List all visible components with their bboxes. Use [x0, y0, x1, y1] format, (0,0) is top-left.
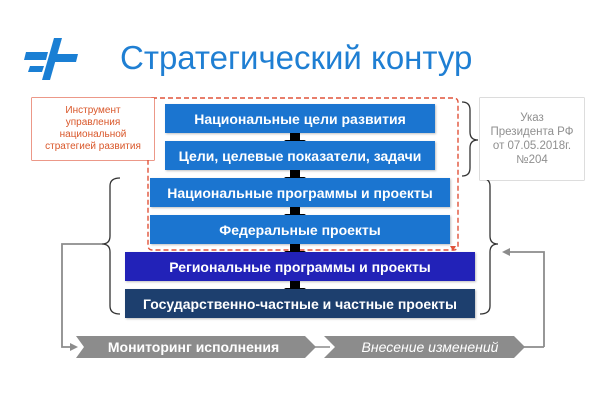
right-bracket-middle [479, 177, 499, 315]
instrument-line-4: стратегией развития [45, 141, 141, 152]
decree-box: Указ Президента РФ от 07.05.2018г. №204 [480, 98, 584, 180]
strategy-dashed-outline [147, 97, 459, 251]
page-title: Стратегический контур [120, 39, 473, 76]
block-national-goals: Национальные цели развития [165, 104, 435, 133]
changes-label: Внесение изменений [361, 339, 499, 355]
decree-line-2: Президента РФ [490, 126, 574, 138]
block-regional-programs: Региональные программы и проекты [125, 252, 475, 281]
left-loop-arrowhead [70, 343, 78, 351]
logo-icon [24, 38, 78, 80]
right-bracket-top [461, 101, 479, 177]
instrument-callout: Инструмент управления национальной страт… [32, 98, 154, 160]
decree-line-3: от 07.05.2018г. [492, 140, 572, 152]
block-label: Национальные программы и проекты [167, 184, 433, 201]
instrument-line-1: Инструмент [65, 105, 121, 116]
instrument-line-3: национальной [59, 129, 127, 140]
left-loop-line [61, 243, 102, 348]
block-goals-indicators: Цели, целевые показатели, задачи [165, 141, 435, 170]
right-loop-arrowhead [502, 248, 510, 256]
left-bracket-middle [101, 177, 121, 315]
corner-marker-icon [450, 246, 456, 251]
changes-chevron [324, 336, 525, 358]
block-label: Региональные программы и проекты [169, 258, 431, 275]
block-label: Государственно-частные и частные проекты [143, 295, 457, 312]
right-loop-line [504, 251, 545, 347]
monitoring-chevron [76, 336, 316, 358]
block-federal-projects: Федеральные проекты [150, 215, 450, 244]
instrument-line-2: управления [65, 117, 121, 128]
decree-line-1: Указ [520, 112, 544, 124]
monitoring-label: Мониторинг исполнения [107, 339, 280, 355]
block-private-projects: Государственно-частные и частные проекты [125, 289, 475, 318]
block-national-programs: Национальные программы и проекты [150, 178, 450, 207]
block-label: Национальные цели развития [194, 110, 406, 127]
decree-line-4: №204 [516, 154, 548, 166]
block-label: Цели, целевые показатели, задачи [178, 147, 422, 164]
block-label: Федеральные проекты [219, 221, 381, 238]
